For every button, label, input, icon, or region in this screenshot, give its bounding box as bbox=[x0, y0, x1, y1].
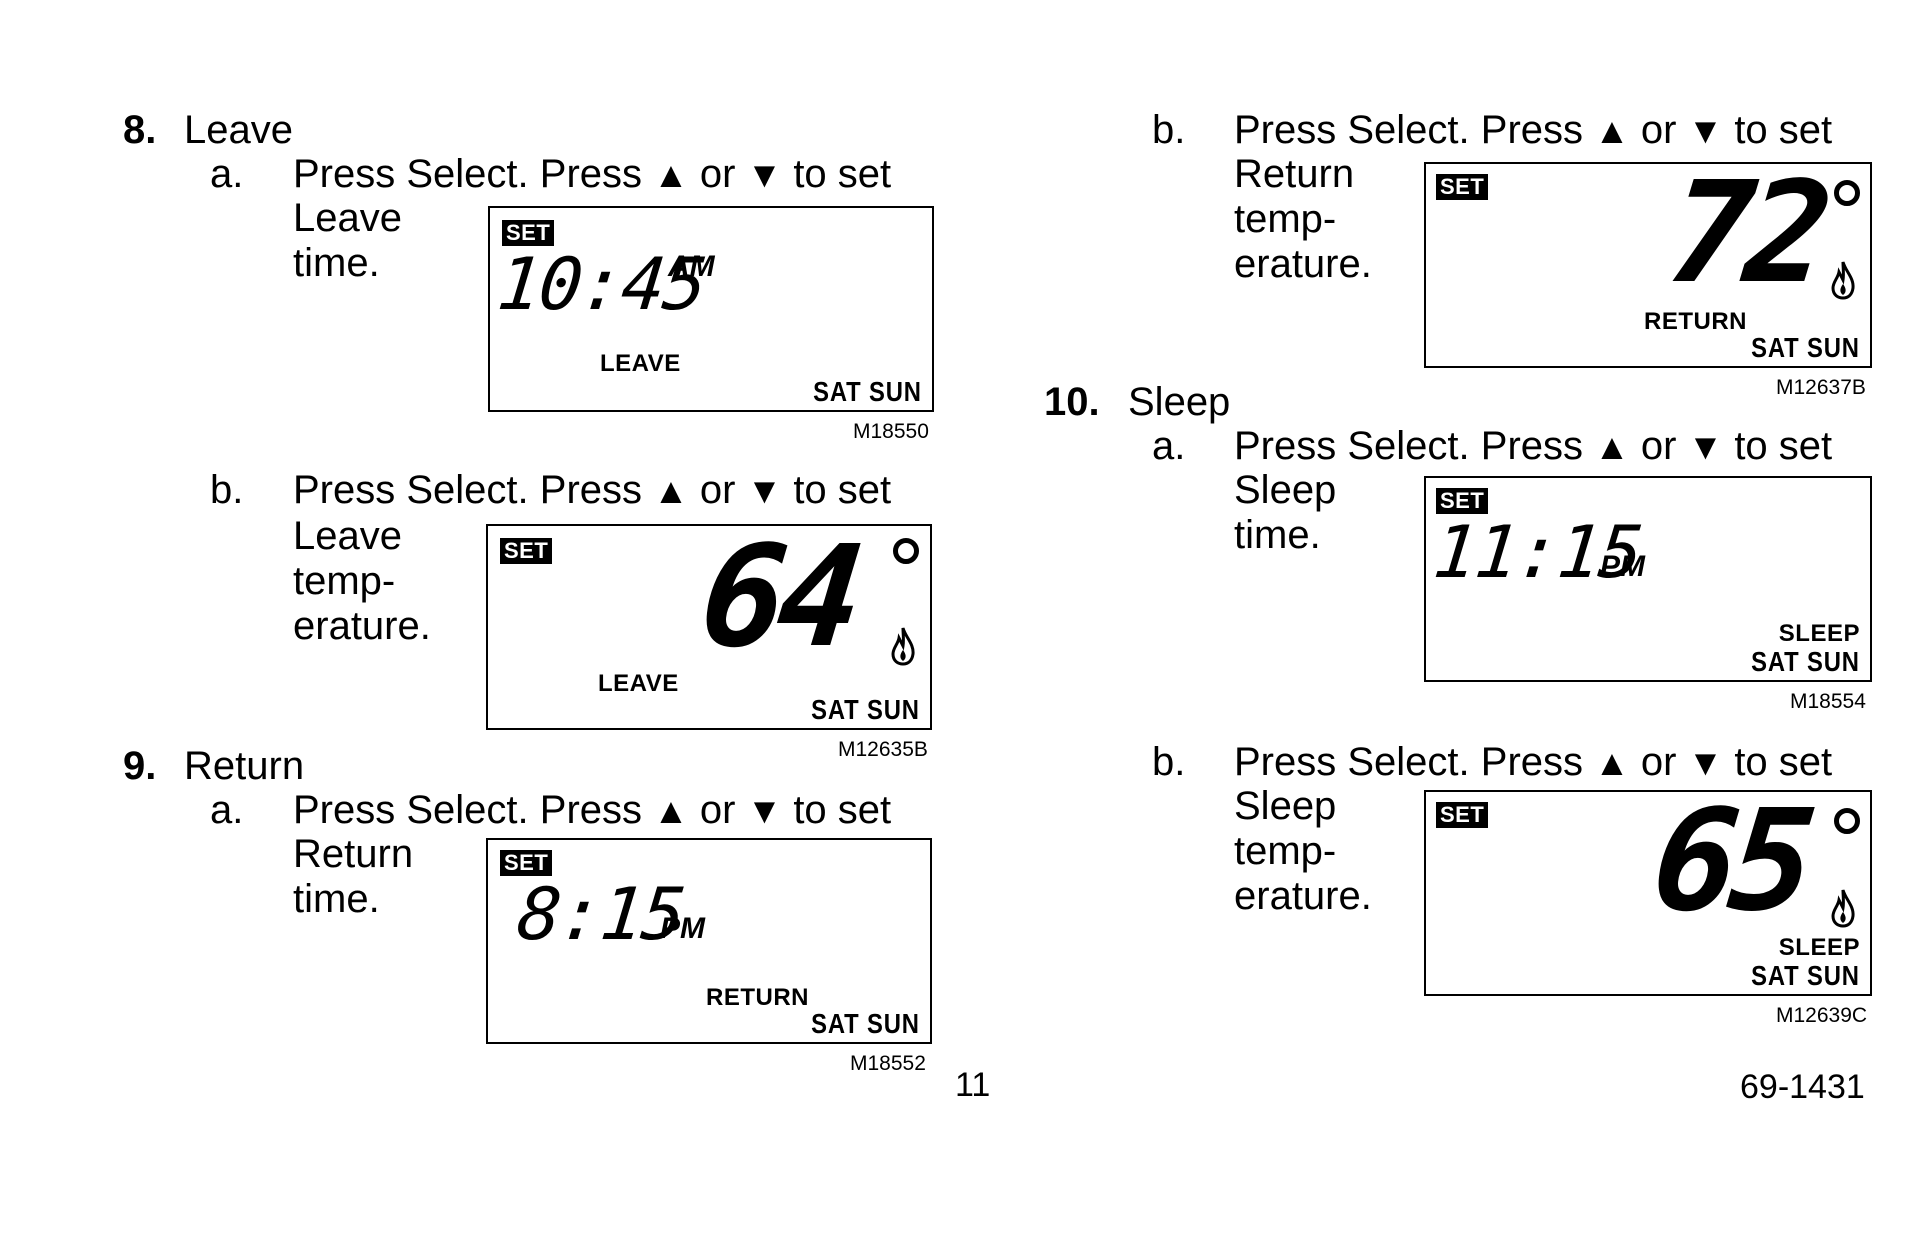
step-9a-letter: a. bbox=[210, 788, 244, 832]
lcd-temperature-digits: 72 bbox=[1661, 152, 1832, 315]
section-9-title: Return bbox=[184, 744, 305, 788]
up-arrow-icon: ▲ bbox=[1594, 426, 1630, 467]
step-9a-label: Return time. bbox=[293, 832, 414, 921]
down-arrow-icon: ▼ bbox=[746, 470, 783, 511]
down-arrow-icon: ▼ bbox=[1687, 426, 1724, 467]
figure-model-number: M18554 bbox=[1790, 690, 1866, 713]
up-arrow-icon: ▲ bbox=[653, 154, 689, 195]
down-arrow-icon: ▼ bbox=[1687, 742, 1724, 783]
section-8-number: 8. bbox=[123, 108, 157, 152]
set-badge: SET bbox=[500, 850, 553, 876]
lcd-display-sleep-time: SET 11:15 PM SLEEP SAT SUN bbox=[1424, 476, 1872, 682]
section-10-title: Sleep bbox=[1128, 380, 1231, 424]
lcd-temperature-digits: 64 bbox=[693, 516, 864, 679]
step-8a-label: Leave time. bbox=[293, 196, 402, 285]
lcd-days: SAT SUN bbox=[811, 694, 920, 725]
flame-icon bbox=[1831, 889, 1855, 928]
degree-icon bbox=[1834, 808, 1860, 834]
step-10b-letter: b. bbox=[1152, 740, 1186, 784]
down-arrow-icon: ▼ bbox=[746, 154, 783, 195]
set-badge: SET bbox=[1436, 174, 1489, 200]
up-arrow-icon: ▲ bbox=[1594, 742, 1630, 783]
lcd-display-return-temperature: SET 72 RETURN SAT SUN bbox=[1424, 152, 1872, 368]
step-8b-label: Leave temp- erature. bbox=[293, 514, 431, 648]
lcd-mode-label: SLEEP bbox=[1778, 934, 1860, 961]
lcd-pm-indicator: PM bbox=[1600, 550, 1645, 583]
lcd-days: SAT SUN bbox=[813, 376, 922, 407]
step-10a-letter: a. bbox=[1152, 424, 1186, 468]
degree-icon bbox=[893, 538, 919, 564]
step-9b-label: Return temp- erature. bbox=[1234, 152, 1372, 286]
lcd-days: SAT SUN bbox=[811, 1008, 920, 1039]
step-10b-label: Sleep temp- erature. bbox=[1234, 784, 1372, 918]
flame-icon bbox=[891, 627, 915, 666]
section-9-number: 9. bbox=[123, 744, 157, 788]
step-8a-letter: a. bbox=[210, 152, 244, 196]
document-number: 69-1431 bbox=[1740, 1068, 1865, 1106]
set-badge: SET bbox=[502, 220, 555, 246]
section-8-title: Leave bbox=[184, 108, 293, 152]
set-badge: SET bbox=[1436, 802, 1489, 828]
step-10b-instruction: Press Select. Press ▲ or ▼ to set bbox=[1234, 740, 1833, 784]
figure-model-number: M12639C bbox=[1776, 1004, 1868, 1027]
degree-icon bbox=[1834, 180, 1860, 206]
lcd-mode-label: SLEEP bbox=[1778, 620, 1860, 647]
figure-model-number: M18552 bbox=[850, 1052, 926, 1075]
lcd-days: SAT SUN bbox=[1751, 960, 1860, 991]
set-badge: SET bbox=[500, 538, 553, 564]
step-8b-letter: b. bbox=[210, 468, 244, 512]
step-9b-letter: b. bbox=[1152, 108, 1186, 152]
lcd-mode-label: LEAVE bbox=[598, 670, 679, 697]
lcd-am-indicator: AM bbox=[668, 250, 715, 283]
flame-icon bbox=[1831, 261, 1855, 300]
step-8a-instruction: Press Select. Press ▲ or ▼ to set bbox=[293, 152, 892, 196]
step-9a-instruction: Press Select. Press ▲ or ▼ to set bbox=[293, 788, 892, 832]
figure-model-number: M12637B bbox=[1776, 376, 1866, 399]
step-9b-instruction: Press Select. Press ▲ or ▼ to set bbox=[1234, 108, 1833, 152]
lcd-temperature-digits: 65 bbox=[1645, 780, 1816, 943]
lcd-display-leave-time: SET 10:45 AM LEAVE SAT SUN bbox=[488, 206, 934, 412]
figure-model-number: M12635B bbox=[838, 738, 928, 761]
set-badge: SET bbox=[1436, 488, 1489, 514]
lcd-display-leave-temperature: SET 64 LEAVE SAT SUN bbox=[486, 516, 932, 730]
lcd-days: SAT SUN bbox=[1751, 332, 1860, 363]
page-number: 11 bbox=[955, 1066, 991, 1104]
up-arrow-icon: ▲ bbox=[653, 790, 689, 831]
down-arrow-icon: ▼ bbox=[1687, 110, 1724, 151]
lcd-mode-label: RETURN bbox=[706, 984, 809, 1011]
lcd-display-sleep-temperature: SET 65 SLEEP SAT SUN bbox=[1424, 780, 1872, 996]
lcd-pm-indicator: PM bbox=[660, 912, 705, 945]
lcd-days: SAT SUN bbox=[1751, 646, 1860, 677]
section-10-number: 10. bbox=[1044, 380, 1100, 424]
step-10a-instruction: Press Select. Press ▲ or ▼ to set bbox=[1234, 424, 1833, 468]
lcd-mode-label: RETURN bbox=[1644, 308, 1747, 335]
lcd-mode-label: LEAVE bbox=[600, 350, 681, 377]
up-arrow-icon: ▲ bbox=[653, 470, 689, 511]
down-arrow-icon: ▼ bbox=[746, 790, 783, 831]
step-10a-label: Sleep time. bbox=[1234, 468, 1337, 557]
lcd-display-return-time: SET 8:15 PM RETURN SAT SUN bbox=[486, 838, 932, 1044]
step-8b-instruction: Press Select. Press ▲ or ▼ to set bbox=[293, 468, 892, 512]
figure-model-number: M18550 bbox=[853, 420, 929, 443]
up-arrow-icon: ▲ bbox=[1594, 110, 1630, 151]
